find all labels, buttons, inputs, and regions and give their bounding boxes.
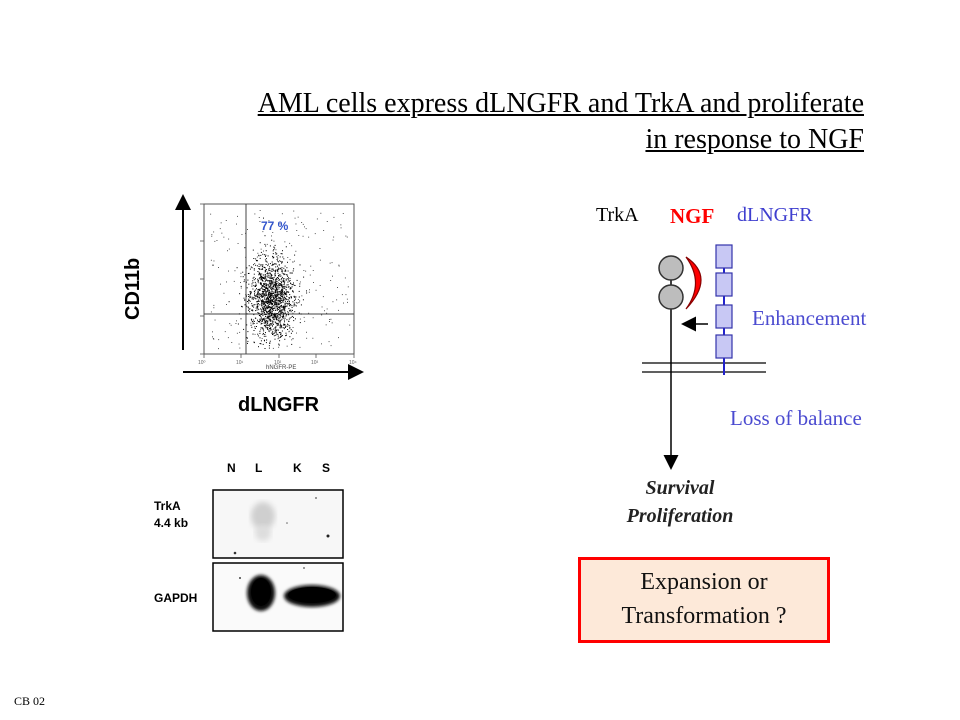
trka-band-l	[251, 502, 275, 530]
y-axis-label-text: CD11b	[122, 257, 144, 320]
conclusion-text: Expansion or Transformation ?	[578, 565, 830, 633]
conclusion-box	[578, 557, 830, 643]
flow-cytometry-plot: 10⁰ 10¹ 10² 10³ 10⁴ hNGFR-PE	[175, 194, 364, 380]
conclusion-line-1: Expansion or	[640, 569, 768, 595]
loss-of-balance-label: Loss of balance	[730, 406, 862, 430]
conclusion-line-2: Transformation ?	[621, 603, 787, 629]
slide-footer-label: CB 02	[14, 694, 46, 708]
scatter-dots	[210, 210, 351, 350]
trka-membrane	[212, 489, 344, 559]
dlngfr-domain-1	[715, 244, 733, 269]
blot-trka-label: TrkA 4.4 kb	[154, 498, 188, 532]
ngf-ligand-icon	[685, 256, 702, 310]
enhancement-label: Enhancement	[752, 306, 867, 330]
lane-label-k: K	[293, 461, 302, 475]
blot-trka-name: TrkA	[154, 499, 181, 513]
blot-gapdh-label: GAPDH	[154, 591, 198, 605]
inner-x-label: hNGFR-PE	[266, 365, 296, 371]
trka-domain-upper	[658, 255, 684, 281]
slide-title-line-2: in response to NGF	[645, 124, 864, 155]
survival-text: Survival	[645, 477, 715, 499]
blot-trka-size: 4.4 kb	[154, 516, 189, 530]
dlngfr-domain-2	[715, 272, 733, 297]
receptor-pathway-diagram	[642, 244, 766, 470]
svg-text:10⁰: 10⁰	[198, 360, 206, 366]
lane-label-s: S	[322, 461, 331, 475]
svg-text:10¹: 10¹	[236, 360, 244, 366]
svg-text:10⁴: 10⁴	[349, 360, 357, 366]
northern-blot-image	[212, 489, 344, 632]
survival-proliferation-label: Survival Proliferation	[560, 474, 800, 530]
y-axis-label: CD11b	[122, 220, 152, 320]
proliferation-text: Proliferation	[626, 505, 734, 527]
dlngfr-label: dLNGFR	[737, 204, 813, 226]
trka-label: TrkA	[596, 204, 639, 226]
lane-label-n: N	[227, 461, 236, 475]
trka-domain-lower	[658, 284, 684, 310]
x-axis-label: dLNGFR	[238, 394, 320, 416]
svg-text:10²: 10²	[274, 360, 282, 366]
dlngfr-domain-4	[715, 334, 733, 359]
percent-label: 77 %	[261, 219, 289, 233]
dlngfr-domain-3	[715, 304, 733, 329]
lane-label-l: L	[255, 461, 263, 475]
slide-title-line-1: AML cells express dLNGFR and TrkA and pr…	[257, 88, 864, 119]
ngf-label: NGF	[670, 204, 715, 228]
svg-text:10³: 10³	[311, 360, 319, 366]
